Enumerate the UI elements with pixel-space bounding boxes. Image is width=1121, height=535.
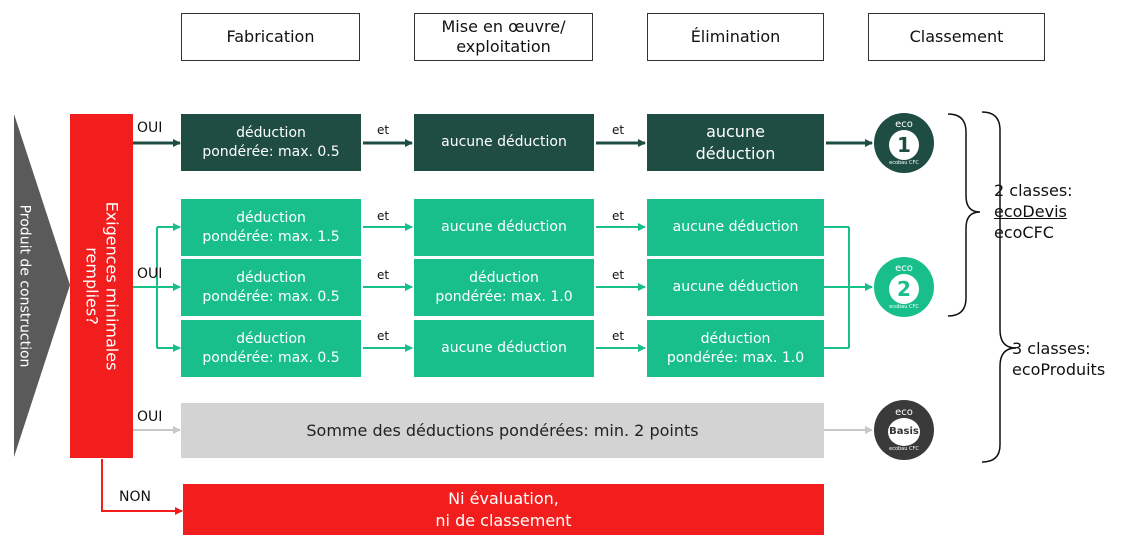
- two-classes-text: 2 classes: ecoDevis ecoCFC: [994, 180, 1119, 243]
- et-label: et: [377, 209, 390, 223]
- header-fabrication-label: Fabrication: [226, 27, 315, 46]
- green-arrows: [133, 223, 873, 352]
- red-arrow: [101, 459, 183, 515]
- oui-label-row1: OUI: [137, 120, 163, 136]
- row1-fab-line1: déduction: [236, 124, 306, 141]
- row1-elim-line2: déduction: [695, 143, 776, 163]
- header-fabrication: Fabrication: [181, 13, 360, 61]
- header-mise-line2: exploitation: [456, 37, 551, 56]
- row4-fabrication-box: déduction pondérée: max. 0.5: [181, 320, 361, 377]
- basis-badge-ecobau-text: ecobau CFC: [889, 445, 919, 452]
- badge1-ecobau-text: ecobau CFC: [889, 159, 919, 166]
- header-mise-en-oeuvre: Mise en œuvre/ exploitation: [414, 13, 593, 61]
- row1-fab-line2: pondérée: max. 0.5: [202, 143, 340, 160]
- row4-elim-line1: déduction: [700, 330, 771, 347]
- badge2-number-circle: 2: [889, 273, 919, 304]
- badge1-number-circle: 1: [889, 129, 919, 160]
- row1-elimination-box: aucune déduction: [647, 114, 824, 171]
- three-classes-ecoproduits: ecoProduits: [1012, 360, 1106, 379]
- basis-badge-eco-text: eco: [895, 406, 913, 418]
- two-classes-ecocfc: ecoCFC: [994, 223, 1054, 242]
- row4-fab-line2: pondérée: max. 0.5: [202, 349, 340, 366]
- header-elimination-label: Élimination: [690, 27, 781, 46]
- three-classes-text: 3 classes: ecoProduits: [1012, 338, 1119, 380]
- two-classes-line1: 2 classes:: [994, 181, 1073, 200]
- row3-elimination-box: aucune déduction: [647, 259, 824, 316]
- basis-label: Somme des déductions pondérées: min. 2 p…: [306, 421, 699, 440]
- row2-mise-box: aucune déduction: [414, 199, 594, 256]
- row4-mise-box: aucune déduction: [414, 320, 594, 377]
- row1-mise-label: aucune déduction: [441, 134, 567, 150]
- exigences-label: Exigences minimales remplies?: [82, 202, 122, 371]
- badge2-eco-text: eco: [895, 262, 913, 274]
- exigences-line1: Exigences minimales: [102, 201, 122, 371]
- badge2-ecobau-text: ecobau CFC: [889, 303, 919, 310]
- row2-fabrication-box: déduction pondérée: max. 1.5: [181, 199, 361, 256]
- et-label: et: [377, 329, 390, 343]
- row4-fab-line1: déduction: [236, 330, 306, 347]
- produit-label: Produit de construction: [16, 204, 32, 367]
- produit-arrow: Produit de construction: [0, 114, 48, 457]
- row3-fab-line2: pondérée: max. 0.5: [202, 288, 340, 305]
- row1-elim-line1: aucune: [706, 121, 765, 141]
- three-classes-line1: 3 classes:: [1012, 339, 1091, 358]
- basis-badge-label: Basis: [889, 426, 919, 437]
- row2-fab-line1: déduction: [236, 209, 306, 226]
- eco-basis-badge-icon: eco Basis ecobau CFC: [874, 400, 934, 460]
- non-box-line1: Ni évaluation,: [448, 488, 559, 508]
- eco-1-badge-icon: eco 1 ecobau CFC: [874, 113, 934, 173]
- row3-mise-line2: pondérée: max. 1.0: [435, 288, 573, 305]
- row2-elim-label: aucune déduction: [672, 219, 799, 235]
- braces: [947, 111, 1017, 463]
- et-label: et: [612, 268, 625, 282]
- badge1-eco-text: eco: [895, 118, 913, 130]
- badge2-number: 2: [897, 276, 911, 301]
- non-box-line2: ni de classement: [435, 510, 572, 530]
- header-mise-line1: Mise en œuvre/: [441, 17, 566, 36]
- row2-elimination-box: aucune déduction: [647, 199, 824, 256]
- row2-mise-label: aucune déduction: [441, 219, 567, 235]
- eco-2-badge-icon: eco 2 ecobau CFC: [874, 257, 934, 317]
- row4-elim-line2: pondérée: max. 1.0: [666, 349, 805, 366]
- basis-box: Somme des déductions pondérées: min. 2 p…: [181, 403, 824, 458]
- row1-fabrication-box: déduction pondérée: max. 0.5: [181, 114, 361, 171]
- two-classes-ecodevis: ecoDevis: [994, 202, 1067, 221]
- et-label: et: [377, 123, 390, 137]
- row3-mise-box: déduction pondérée: max. 1.0: [414, 259, 594, 316]
- produit-arrow-shape: [14, 114, 70, 457]
- row1-mise-box: aucune déduction: [414, 114, 594, 171]
- row2-fab-line2: pondérée: max. 1.5: [202, 228, 340, 245]
- row3-elim-label: aucune déduction: [672, 279, 799, 295]
- et-label: et: [377, 268, 390, 282]
- exigences-line2: remplies?: [82, 247, 102, 325]
- row3-mise-line1: déduction: [469, 269, 539, 286]
- et-label: et: [612, 123, 625, 137]
- non-box: Ni évaluation, ni de classement: [183, 484, 824, 535]
- row4-elimination-box: déduction pondérée: max. 1.0: [647, 320, 824, 377]
- badge1-number: 1: [897, 132, 911, 157]
- exigences-box: Exigences minimales remplies?: [70, 114, 133, 458]
- row3-fab-line1: déduction: [236, 269, 306, 286]
- non-label: NON: [119, 489, 151, 505]
- row3-fabrication-box: déduction pondérée: max. 0.5: [181, 259, 361, 316]
- basis-badge-inner-circle: Basis: [888, 417, 920, 446]
- header-elimination: Élimination: [647, 13, 824, 61]
- et-label: et: [612, 209, 625, 223]
- header-classement: Classement: [868, 13, 1045, 61]
- oui-label-basis: OUI: [137, 409, 163, 425]
- et-label: et: [612, 329, 625, 343]
- row4-mise-label: aucune déduction: [441, 340, 567, 356]
- header-classement-label: Classement: [909, 27, 1004, 46]
- oui-label-green: OUI: [137, 266, 163, 282]
